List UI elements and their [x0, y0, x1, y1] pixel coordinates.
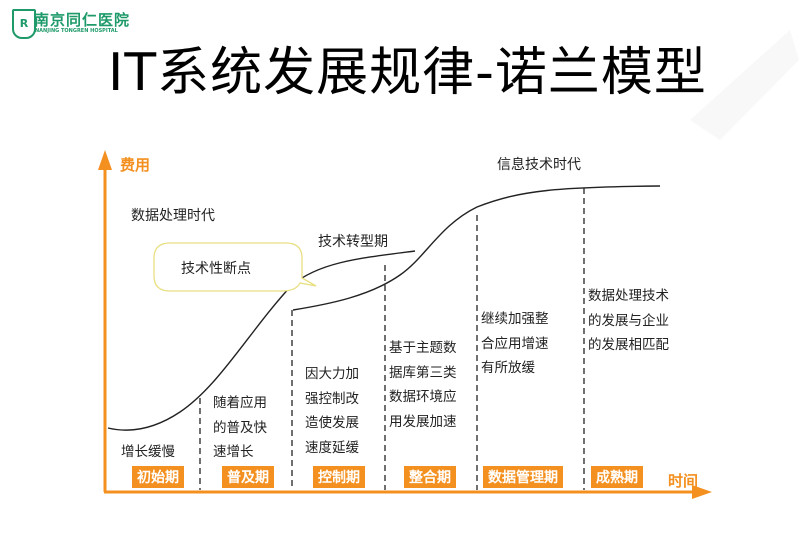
data-processing-curve — [107, 250, 416, 431]
stage-badge-contagion: 普及期 — [222, 466, 274, 488]
logo-name-en: NANJING TONGREN HOSPITAL — [35, 28, 118, 34]
callout-text: 技术性断点 — [181, 261, 251, 277]
transition-label: 技术转型期 — [318, 234, 388, 250]
stage-badge-maturity: 成熟期 — [591, 466, 643, 488]
hospital-logo: R — [12, 9, 36, 39]
stage-badge-control: 控制期 — [313, 466, 365, 488]
stage-badge-integration: 整合期 — [404, 466, 456, 488]
stage-desc: 继续加强整合应用增速有所放缓 — [481, 311, 549, 376]
x-axis-label: 时间 — [668, 472, 699, 490]
stage-badge-data-administration: 数据管理期 — [483, 466, 563, 488]
callout-bubble — [153, 242, 317, 292]
page-title: IT系统发展规律-诺兰模型 — [108, 43, 707, 103]
y-axis-arrow — [98, 150, 112, 170]
stage-desc: 基于主题数据库第三类数据环境应用发展加速 — [389, 340, 457, 430]
logo-name-cn: 南京同仁医院 — [34, 11, 131, 29]
stage-desc: 随着应用的普及快速增长 — [213, 395, 267, 460]
x-axis-arrow — [692, 485, 712, 499]
stage-badge-initiation: 初始期 — [132, 466, 184, 488]
stage-desc: 增长缓慢 — [121, 444, 175, 460]
stage-desc: 数据处理技术的发展与企业的发展相匹配 — [588, 288, 669, 353]
era-data-processing: 数据处理时代 — [131, 208, 215, 224]
information-tech-curve — [292, 185, 661, 311]
y-axis-label: 费用 — [120, 156, 151, 174]
stage-desc: 因大力加强控制改造使发展速度延缓 — [305, 366, 359, 456]
watermark-arrows — [690, 30, 799, 140]
era-information-tech: 信息技术时代 — [497, 157, 581, 173]
